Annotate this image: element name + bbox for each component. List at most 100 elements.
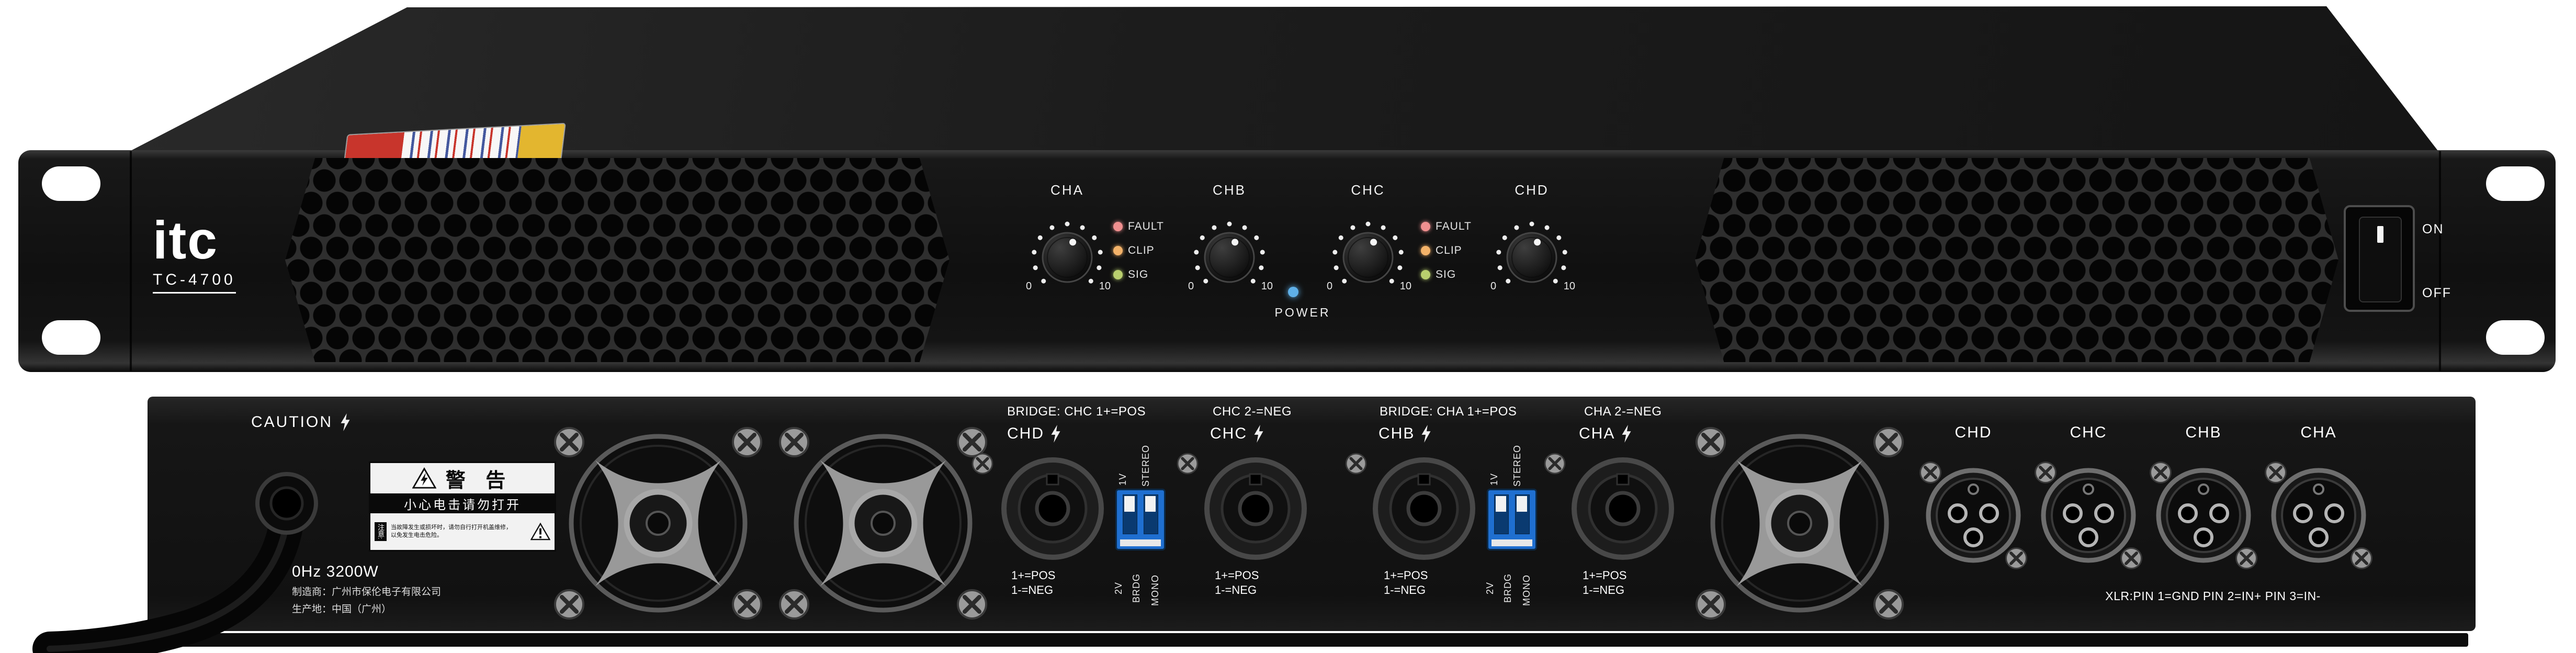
bridge-note-chc-neg: CHC 2-=NEG [1213,404,1292,419]
xlr-pinout-note: XLR:PIN 1=GND PIN 2=IN+ PIN 3=IN- [2105,589,2321,603]
mounting-hole [42,320,100,355]
dip-label-2v: 2V [1113,581,1124,594]
bridge-note-chc-pos: BRIDGE: CHC 1+=POS [1007,404,1146,419]
chassis-bottom-edge [157,633,2468,647]
warning-header: 警 告 [370,463,555,493]
channel-control-chc: CHC 0 10 [1324,182,1413,297]
mounting-hole [2486,166,2545,201]
sig-led-label: SIG [1128,268,1149,280]
channel-label: CHA [1050,182,1084,198]
dip-toggle[interactable] [1494,494,1509,534]
warning-note: 注意: 当故障发生或损坏时，请勿自行打开机盖维修， 以免发生电击危险。 [370,513,555,550]
knob-scale-min: 0 [1188,280,1194,292]
channel-label: CHD [1515,182,1549,198]
dip-toggle-knob[interactable] [1517,496,1527,512]
channel-label: CHC [1351,182,1385,198]
dip-toggle[interactable] [1144,494,1158,534]
channel-control-cha: CHA 0 10 [1023,182,1112,297]
power-led [1288,287,1298,297]
sig-indicator: SIG [1421,268,1472,282]
led-column-ab: FAULT CLIP SIG [1113,220,1164,282]
dip-label-2v: 2V [1485,581,1495,594]
xlr-label-chc: CHC [2070,424,2107,441]
dip-toggle[interactable] [1123,494,1137,534]
bridge-note-cha-neg: CHA 2-=NEG [1584,404,1662,419]
clip-indicator: CLIP [1421,244,1472,257]
brand-block: itc TC-4700 [153,213,236,294]
dip-label-stereo: STEREO [1140,444,1151,487]
lightning-icon [1421,425,1431,443]
dip-label-stereo: STEREO [1512,444,1522,487]
knob-scale-max: 10 [1099,280,1111,292]
dip-label-brdg: BRDG [1502,573,1513,603]
rack-ear-seam-left [130,151,132,371]
sig-led [1421,270,1430,279]
dip-toggle-knob[interactable] [1496,496,1506,512]
sig-led-label: SIG [1436,268,1456,280]
brand-logo: itc [153,210,219,270]
dip-label-brdg: BRDG [1131,573,1142,603]
sig-led [1113,270,1123,279]
switch-off-label: OFF [2422,286,2451,300]
knob-scale-min: 0 [1490,280,1497,292]
dip-label-1v: 1V [1117,472,1128,486]
speakon-channel-text: CHA [1579,425,1615,442]
fault-led-label: FAULT [1128,220,1164,232]
speakon-label-cha: CHA [1579,425,1632,443]
knob-scale-min: 0 [1026,280,1032,292]
rack-ear-seam-right [2439,151,2441,371]
xlr-label-chb: CHB [2185,424,2222,441]
channel-label: CHB [1213,182,1246,198]
origin-line: 生产地：中国（广州） [292,604,392,615]
dip-switch-1[interactable] [1115,489,1166,550]
led-column-cd: FAULT CLIP SIG [1421,220,1472,282]
switch-on-label: ON [2422,222,2444,237]
dip-switch-2[interactable] [1487,489,1537,550]
mounting-hole [2486,320,2545,355]
caution-exclaim-icon [530,523,550,541]
channel-control-chb: CHB 0 10 [1185,182,1274,297]
clip-led [1113,246,1123,255]
channel-control-chd: CHD 0 10 [1487,182,1576,297]
note-label: 注意: [375,522,387,541]
ventilation-grille-right [1695,158,2338,362]
warning-title: 警 告 [445,469,513,492]
power-switch-rocker[interactable] [2359,217,2402,302]
dip-label-1v: 1V [1489,472,1499,486]
shock-hazard-icon [412,467,436,489]
sig-indicator: SIG [1113,268,1164,282]
dip-label-mono: MONO [1521,575,1532,606]
knob-scale-max: 10 [1261,280,1273,292]
fault-indicator: FAULT [1421,220,1472,233]
warning-label: 警 告 小心电击请勿打开 注意: 当故障发生或损坏时，请勿自行打开机盖维修， 以… [369,461,556,551]
clip-led-label: CLIP [1436,244,1462,256]
ventilation-grille-left [285,158,950,362]
speakon-channel-text: CHB [1379,425,1415,442]
model-number: TC-4700 [153,271,236,294]
xlr-label-chd: CHD [1954,424,1992,441]
bridge-note-cha-pos: BRIDGE: CHA 1+=POS [1380,404,1517,419]
dip-toggle-knob[interactable] [1124,496,1135,512]
lightning-icon [1051,425,1060,443]
speakon-channel-text: CHD [1007,425,1044,442]
knob-scale-max: 10 [1399,280,1411,292]
warning-strip: 小心电击请勿打开 [370,493,555,513]
clip-led [1421,246,1430,255]
speakon-label-chc: CHC [1210,425,1264,443]
caution-text: CAUTION [251,413,333,431]
lightning-icon [341,413,350,431]
clip-led-label: CLIP [1128,244,1155,256]
manufacturer-line: 制造商：广州市保伦电子有限公司 [292,587,442,598]
fault-led-label: FAULT [1436,220,1472,232]
knob-scale-max: 10 [1563,280,1575,292]
dip-toggle-knob[interactable] [1145,496,1156,512]
power-rating-block: 0Hz 3200W 制造商：广州市保伦电子有限公司 生产地：中国（广州） [292,563,441,615]
dip-toggle[interactable] [1515,494,1530,534]
mounting-hole [42,166,100,201]
power-switch[interactable] [2344,205,2415,312]
